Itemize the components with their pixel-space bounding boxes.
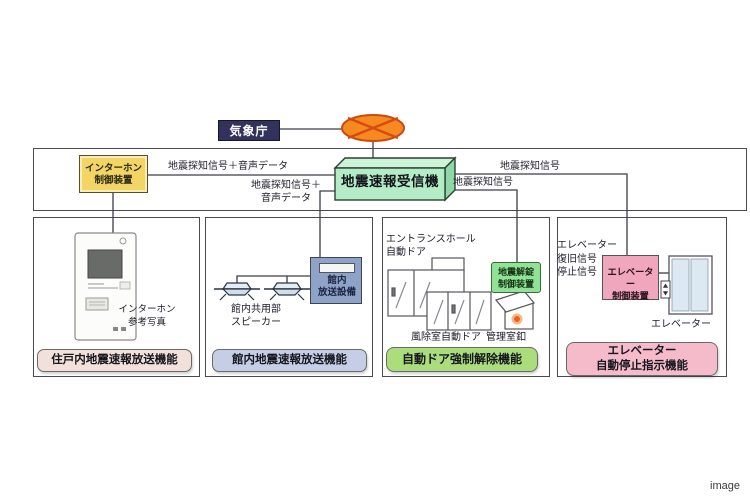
function-label-elevator-line1: エレベーター xyxy=(607,345,677,357)
intercom-photo-caption-line2: 参考写真 xyxy=(127,317,166,328)
signal-left-bottom: 地震探知信号＋ 音声データ xyxy=(238,179,334,205)
connector-lines xyxy=(112,128,670,283)
speaker-caption: 館内共用部 スピーカー xyxy=(214,303,298,329)
image-watermark: image xyxy=(710,480,740,492)
intercom-photo-caption: インターホン 参考写真 xyxy=(112,303,182,329)
intercom-controller-line2: 制御装置 xyxy=(94,175,133,186)
receiver-label: 地震速報受信機 xyxy=(341,174,439,189)
management-room-button-caption: 管理室釦 xyxy=(486,332,526,343)
elevator-controller-line2: 制御装置 xyxy=(612,291,649,301)
management-room-button-icon xyxy=(494,290,536,330)
signal-left-top: 地震探知信号＋音声データ xyxy=(168,161,288,172)
elevator-icon xyxy=(660,255,713,315)
entrance-door-caption-line1: エントランスホール xyxy=(386,234,476,245)
panel-residence-frame xyxy=(33,217,200,377)
elevator-controller-line1: エレベーター xyxy=(607,267,654,289)
elevator-signal-line3: 停止信号 xyxy=(557,267,597,278)
automatic-door-icon xyxy=(387,257,492,331)
elevator-signal-line1: エレベーター xyxy=(557,240,617,251)
intercom-controller-line1: インターホン xyxy=(84,163,142,174)
function-label-building: 館内地震速報放送機能 xyxy=(212,349,367,372)
function-label-elevator: エレベーター 自動停止指示機能 xyxy=(566,342,718,376)
entrance-door-caption-line2: 自動ドア xyxy=(386,247,426,258)
unlock-controller-box: 地震解錠 制御装置 xyxy=(491,262,541,293)
unlock-controller-line1: 地震解錠 xyxy=(497,267,534,277)
signal-right-top: 地震探知信号 xyxy=(500,161,560,172)
intercom-icon xyxy=(74,232,137,341)
function-label-door: 自動ドア強制解除機能 xyxy=(386,347,538,372)
receiver-box-icon xyxy=(333,156,457,202)
ceiling-speaker-icon xyxy=(264,282,310,301)
broadcast-equipment-box: 館内 放送設備 xyxy=(310,257,362,304)
panel-building-frame xyxy=(205,217,373,377)
intercom-photo-caption-line1: インターホン xyxy=(118,304,176,315)
signal-left-bottom-line1: 地震探知信号＋ xyxy=(251,180,321,191)
broadcast-equipment-line1: 館内 xyxy=(327,275,347,286)
windbreak-door-caption: 風除室自動ドア xyxy=(411,332,481,343)
speaker-caption-line2: スピーカー xyxy=(231,317,281,328)
signal-left-bottom-line2: 音声データ xyxy=(261,193,311,204)
elevator-caption: エレベーター xyxy=(651,319,711,330)
elevator-signal-line2: 復旧信号 xyxy=(557,253,597,265)
signal-band-frame xyxy=(33,148,747,211)
satellite-icon xyxy=(341,114,405,142)
panel-door-frame xyxy=(382,217,550,377)
entrance-door-caption: エントランスホール 自動ドア xyxy=(386,233,476,259)
speaker-caption-line1: 館内共用部 xyxy=(231,304,281,315)
unlock-controller-line2: 制御装置 xyxy=(497,279,534,289)
panel-elevator-frame xyxy=(557,217,727,377)
elevator-controller-box: エレベーター 制御装置 xyxy=(602,255,659,301)
signal-right-bottom: 地震探知信号 xyxy=(453,177,513,188)
broadcast-equipment-label: 館内 放送設備 xyxy=(311,275,363,299)
elevator-signal-caption: エレベーター 復旧信号 停止信号 xyxy=(557,239,617,280)
ceiling-speaker-icon xyxy=(214,282,260,301)
agency-label: 気象庁 xyxy=(218,120,280,141)
function-label-residence: 住戸内地震速報放送機能 xyxy=(37,349,192,372)
function-label-elevator-line2: 自動停止指示機能 xyxy=(596,360,688,372)
broadcast-equipment-line2: 放送設備 xyxy=(317,287,356,298)
cassette-slot xyxy=(319,263,355,273)
intercom-controller-box: インターホン 制御装置 xyxy=(79,155,148,193)
